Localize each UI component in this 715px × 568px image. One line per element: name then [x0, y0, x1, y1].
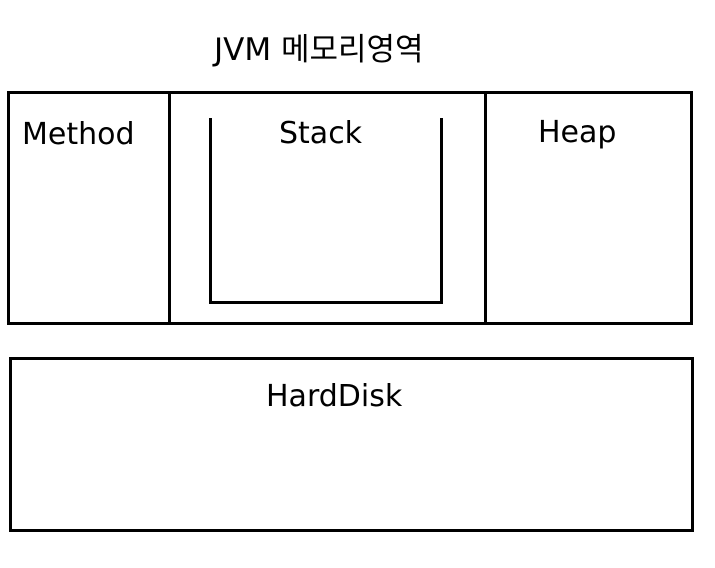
- stack-heap-divider: [484, 91, 487, 323]
- harddisk-label: HardDisk: [266, 379, 403, 414]
- jvm-memory-box: [7, 91, 693, 325]
- diagram-title: JVM 메모리영역: [214, 32, 424, 68]
- stack-container-shape: [209, 118, 443, 304]
- harddisk-box: [9, 357, 694, 532]
- stack-area-label: Stack: [279, 116, 363, 151]
- method-area-label: Method: [22, 117, 135, 152]
- method-stack-divider: [168, 91, 171, 323]
- heap-area-label: Heap: [538, 115, 617, 150]
